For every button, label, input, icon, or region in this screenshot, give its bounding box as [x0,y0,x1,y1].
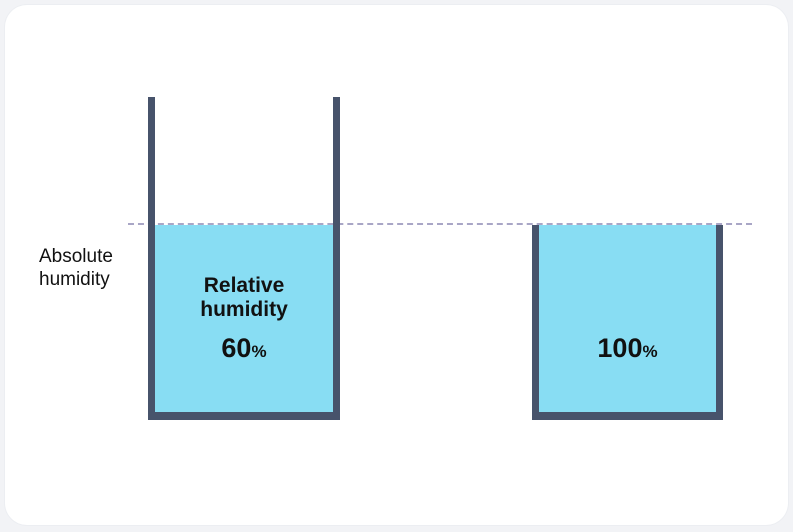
relative-humidity-title: Relative humidity [155,274,333,322]
absolute-humidity-level-line [128,223,752,225]
container-left-value: 60% [155,332,333,369]
relative-humidity-title-line1: Relative [203,274,285,297]
container-left-value-unit: % [251,342,267,361]
container-left-value-number: 60 [221,333,252,363]
container-left-wall-left [148,97,155,420]
container-left-water [155,225,333,412]
container-left-wall-right [333,97,340,420]
container-left-base [148,412,340,420]
container-right-base [532,412,723,420]
container-right-value-unit: % [642,342,658,361]
container-right-water [539,225,716,412]
relative-humidity-title-line2: humidity [200,298,288,321]
container-right-wall-right [716,225,723,420]
container-right-value-number: 100 [597,333,643,363]
container-right-value: 100% [539,332,716,369]
container-right-wall-left [532,225,539,420]
absolute-humidity-label: Absolute humidity [39,246,113,290]
